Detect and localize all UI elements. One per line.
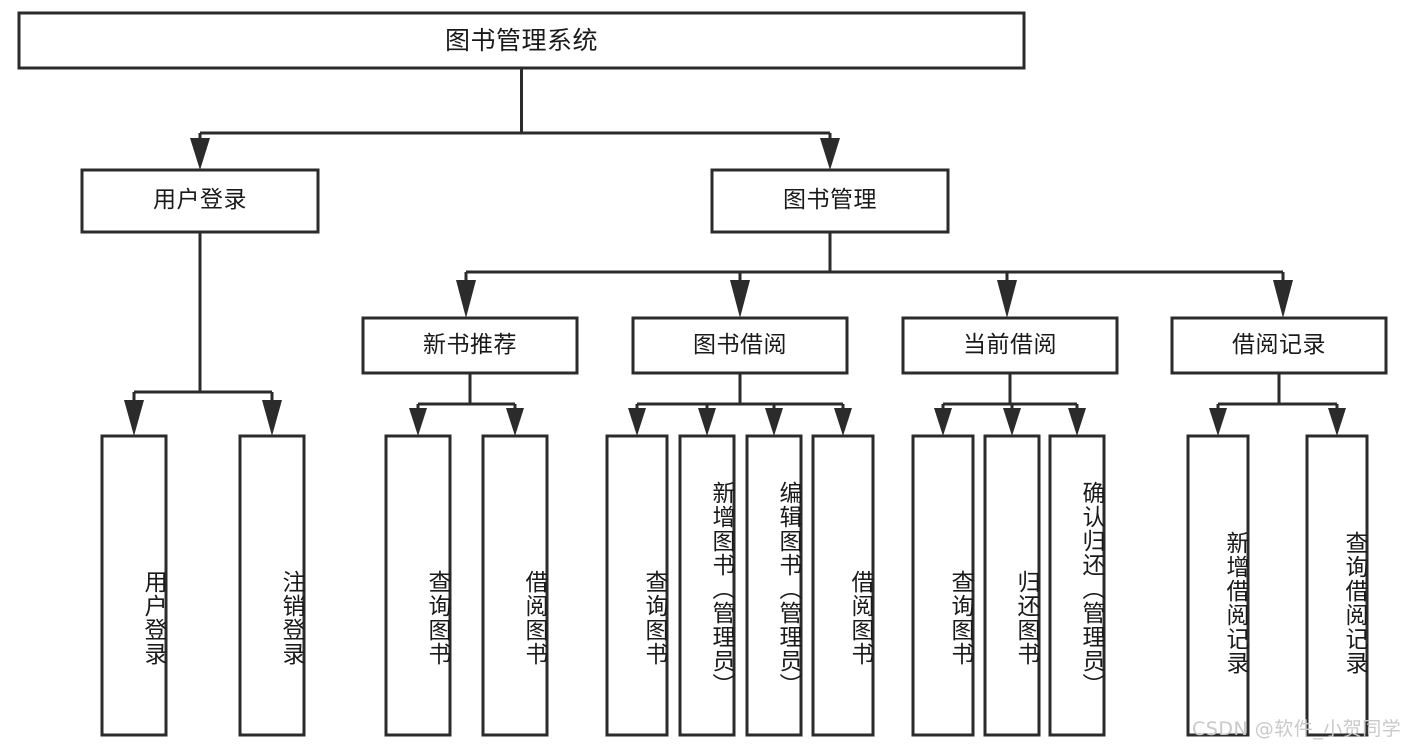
arrowhead-borrow-record xyxy=(1273,280,1293,318)
arrowhead-leaf-confirm-return xyxy=(1068,408,1086,436)
node-box-leaf-confirm-return[interactable] xyxy=(1048,434,1106,737)
node-box-leaf-query-book-1[interactable] xyxy=(384,434,452,737)
edge-group-book-manage xyxy=(456,232,1293,318)
edge-group-book-borrow xyxy=(628,373,852,436)
arrowhead-leaf-logout-login xyxy=(262,400,282,436)
node-box-book-manage[interactable] xyxy=(710,168,950,234)
arrowhead-leaf-query-record xyxy=(1328,408,1346,436)
arrowhead-leaf-user-login xyxy=(124,400,144,436)
arrowhead-leaf-edit-book xyxy=(765,408,783,436)
edge-group-root xyxy=(190,68,840,170)
edge-group-borrow-record xyxy=(1209,373,1346,436)
node-box-current-borrow[interactable] xyxy=(901,316,1119,375)
arrowhead-user-login xyxy=(190,138,210,170)
arrowhead-leaf-query-book-2 xyxy=(628,408,646,436)
node-box-book-borrow[interactable] xyxy=(631,316,849,375)
arrowhead-leaf-borrow-book-1 xyxy=(506,408,524,436)
node-box-leaf-borrow-book-2[interactable] xyxy=(811,434,875,737)
node-box-leaf-query-record[interactable] xyxy=(1305,434,1369,737)
edge-group-new-book-rec xyxy=(409,373,524,436)
edge-group-current-borrow xyxy=(934,373,1086,436)
arrowhead-leaf-add-record xyxy=(1209,408,1227,436)
arrowhead-book-manage xyxy=(820,138,840,170)
node-box-leaf-logout-login[interactable] xyxy=(238,434,306,737)
node-box-new-book-rec[interactable] xyxy=(361,316,579,375)
edge-group-user-login xyxy=(124,232,282,436)
node-box-leaf-query-book-3[interactable] xyxy=(911,434,975,737)
node-box-root[interactable] xyxy=(17,11,1026,70)
arrowhead-current-borrow xyxy=(997,280,1017,318)
arrowhead-leaf-query-book-1 xyxy=(409,408,427,436)
arrowhead-new-book-rec xyxy=(456,280,476,318)
arrowhead-leaf-return-book xyxy=(1003,408,1021,436)
arrowhead-leaf-add-book xyxy=(698,408,716,436)
node-box-leaf-add-record[interactable] xyxy=(1186,434,1250,737)
node-box-leaf-query-book-2[interactable] xyxy=(605,434,669,737)
node-box-leaf-borrow-book-1[interactable] xyxy=(481,434,549,737)
node-box-leaf-add-book[interactable] xyxy=(678,434,736,737)
arrowhead-book-borrow xyxy=(730,280,750,318)
arrowhead-leaf-query-book-3 xyxy=(934,408,952,436)
arrowhead-leaf-borrow-book-2 xyxy=(834,408,852,436)
node-box-user-login[interactable] xyxy=(80,168,320,234)
node-box-leaf-user-login[interactable] xyxy=(100,434,168,737)
node-box-leaf-edit-book[interactable] xyxy=(745,434,803,737)
node-box-leaf-return-book[interactable] xyxy=(983,434,1041,737)
node-box-borrow-record[interactable] xyxy=(1170,316,1388,375)
